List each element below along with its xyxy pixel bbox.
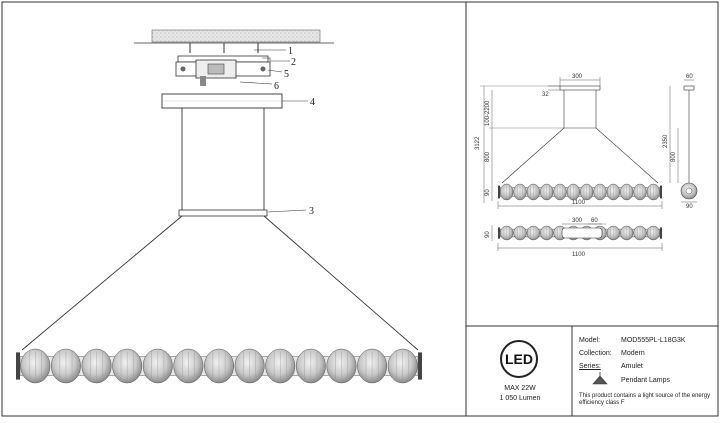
callout-6: 6 [274, 81, 279, 92]
ceiling [151, 29, 321, 43]
side-elevation: 60 2350 800 90 [663, 74, 698, 210]
fe-dim-bar: 90 [485, 189, 491, 196]
callout-5: 5 [284, 69, 289, 80]
led-logo: LED [500, 340, 538, 378]
fe-dim-overall: 3122 [475, 136, 481, 150]
leader-2 [262, 57, 290, 62]
fe-canopy [559, 85, 601, 91]
bar-end-cap-left [498, 185, 500, 199]
fe-bead-bar [498, 183, 662, 201]
model-label: Model: [579, 337, 601, 344]
cable-collar [178, 209, 268, 217]
fe-dim-32: 32 [542, 92, 549, 98]
screw-right [260, 66, 266, 72]
fe-cone-left [501, 127, 565, 184]
tv-canopy [561, 227, 603, 239]
model-value: MOD555PL-L18G3K [621, 337, 686, 344]
product-info: Model: MOD555PL-L18G3K Collection: Moder… [575, 330, 715, 414]
bar-end-cap-right [660, 185, 662, 199]
cone-right [263, 215, 419, 351]
callout-1: 1 [288, 46, 293, 57]
se-dim-90: 90 [686, 204, 693, 210]
fe-cone-right [595, 127, 659, 184]
series-value: Amulet [621, 363, 643, 370]
cone-left [21, 215, 183, 351]
bar-end-cap-left [498, 227, 500, 239]
bar-end-cap-left [16, 352, 20, 380]
callout-4: 4 [310, 97, 315, 108]
series-label: Series: [579, 363, 601, 370]
se-canopy [683, 85, 695, 91]
fe-dim-cone: 800 [485, 151, 491, 162]
se-dim-60: 60 [686, 74, 693, 80]
driver-label [207, 63, 225, 75]
top-view: 300 60 90 1100 [485, 218, 663, 258]
main-front-view: 1 2 3 4 5 6 [16, 29, 422, 384]
collection-value: Modern [621, 350, 645, 357]
fe-dim-300: 300 [572, 74, 583, 80]
type-value: Pendant Lamps [621, 377, 671, 384]
front-elevation: 300 32 3122 100-2200 800 90 1100 [475, 74, 663, 209]
wire-block [200, 76, 206, 86]
bar-end-cap-right [660, 227, 662, 239]
se-bead-core [685, 187, 693, 195]
leader-3 [267, 209, 307, 213]
bead-bar [16, 348, 422, 384]
bar-end-cap-right [418, 352, 422, 380]
leader-6 [239, 81, 273, 85]
fe-dim-1100: 1100 [572, 200, 586, 206]
leader-5 [267, 69, 283, 73]
callout-3: 3 [309, 206, 314, 217]
screw-left [180, 66, 186, 72]
tv-dim-60: 60 [591, 218, 598, 224]
callout-2: 2 [291, 57, 296, 68]
led-power: MAX 22W [504, 385, 536, 392]
tv-dim-90: 90 [485, 231, 491, 238]
energy-note: This product contains a light source of … [579, 393, 711, 406]
pendant-lamp-icon [592, 372, 608, 385]
led-lumen: 1 050 Lumen [499, 395, 541, 402]
led-badge: LED MAX 22W 1 050 Lumen [468, 330, 572, 414]
se-dim-overall: 2350 [663, 134, 669, 148]
tv-dim-300: 300 [572, 218, 583, 224]
fe-dim-adjust: 100-2200 [485, 100, 491, 126]
tv-dim-1100: 1100 [572, 252, 586, 258]
se-dim-cone: 800 [671, 151, 677, 162]
collection-label: Collection: [579, 350, 612, 357]
